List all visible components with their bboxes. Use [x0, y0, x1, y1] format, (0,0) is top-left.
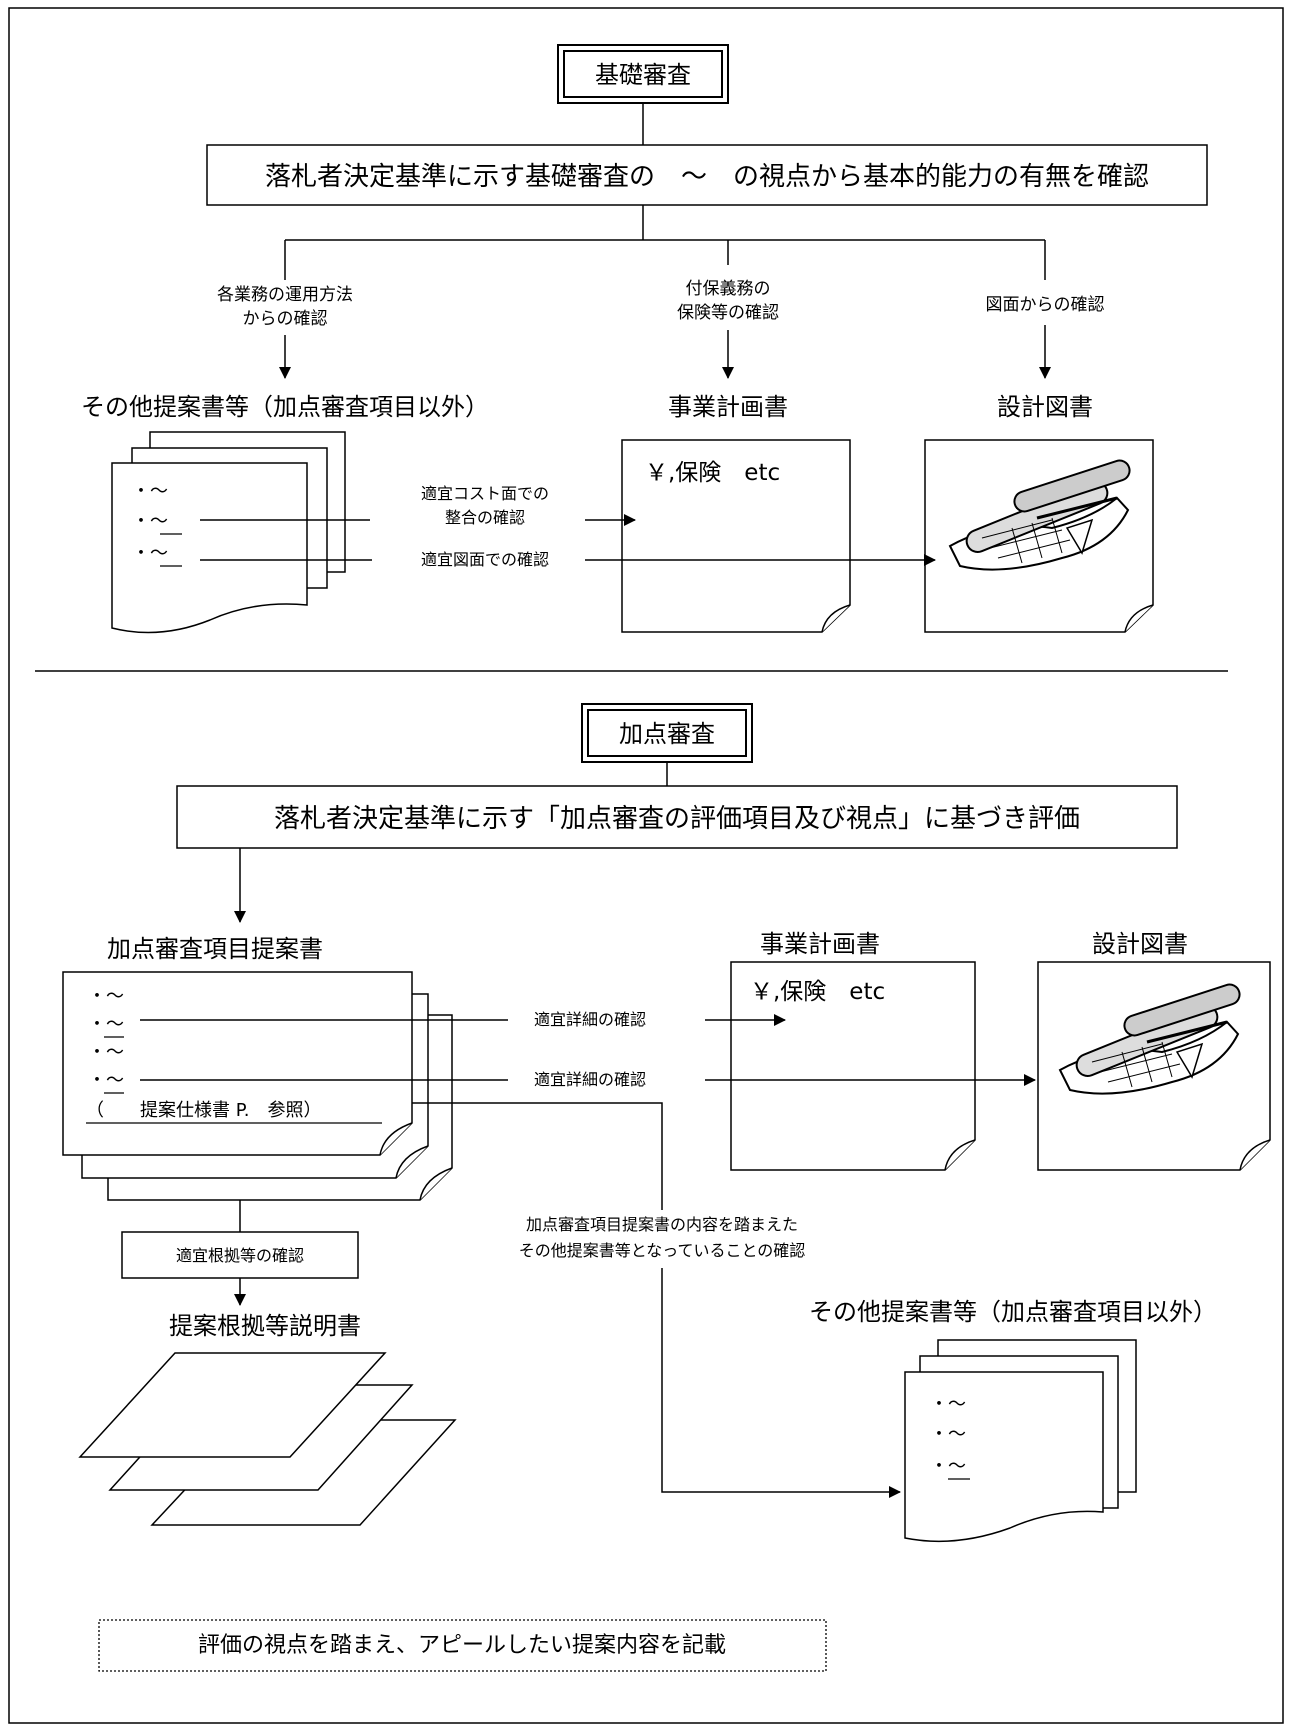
other-bullet-3: ・～: [930, 1456, 966, 1477]
bonus-banner-text: 落札者決定基準に示す「加点審査の評価項目及び視点」に基づき評価: [274, 804, 1080, 834]
branch-left-label-1: 各業務の運用方法: [217, 285, 353, 305]
outer-frame: [8, 7, 1284, 1724]
arrow-cost-label-1: 適宜コスト面での: [421, 484, 549, 503]
bonus-other-doc-stack: [904, 1339, 1137, 1543]
note-text: 評価の視点を踏まえ、アピールしたい提案内容を記載: [198, 1633, 726, 1658]
basis-doc-title: 提案根拠等説明書: [169, 1312, 361, 1340]
basic-plan-text: ￥,保険 etc: [645, 460, 780, 486]
arrow-drawing-label: 適宜図面での確認: [421, 550, 549, 569]
bonus-bullet-4: ・～: [88, 1070, 124, 1091]
arrow-cost-label-2: 整合の確認: [445, 508, 525, 527]
bonus-plan-doc-title: 事業計画書: [760, 930, 880, 958]
branch-left-label-2: からの確認: [243, 309, 328, 329]
basis-check-box: [121, 1231, 359, 1279]
note-box: [98, 1619, 827, 1672]
basic-banner-text: 落札者決定基準に示す基礎審査の ～ の視点から基本的能力の有無を確認: [265, 162, 1149, 192]
other-bullet-1: ・～: [930, 1394, 966, 1415]
basis-check-label: 適宜根拠等の確認: [176, 1246, 304, 1265]
bonus-plan-text: ￥,保険 etc: [750, 979, 885, 1005]
basis-doc-stack: [78, 1352, 457, 1526]
branch-right-label: 図面からの確認: [986, 295, 1105, 315]
bonus-bullet-3: ・～: [88, 1042, 124, 1063]
bonus-banner-box: [176, 785, 1178, 849]
basic-drawing-doc-title: 設計図書: [997, 393, 1093, 421]
arrow-detail-label-1: 適宜詳細の確認: [534, 1010, 646, 1029]
basic-review-title: 基礎審査: [595, 61, 691, 89]
consistency-check-label-2: その他提案書等となっていることの確認: [519, 1241, 806, 1260]
bonus-spec-ref: （ 提案仕様書 P. 参照）: [86, 1100, 322, 1121]
consistency-check-label-1: 加点審査項目提案書の内容を踏まえた: [526, 1215, 798, 1234]
bonus-review-title: 加点審査: [619, 720, 715, 748]
bonus-drawing-doc-title: 設計図書: [1092, 930, 1188, 958]
basic-bullet-1: ・～: [132, 481, 168, 502]
branch-mid-label-1: 付保義務の: [686, 279, 771, 299]
bonus-bullet-2: ・～: [88, 1014, 124, 1035]
basic-other-doc-stack: [111, 431, 346, 634]
bonus-proposal-doc-title: 加点審査項目提案書: [107, 935, 323, 963]
bonus-review-title-box: 加点審査: [581, 703, 753, 763]
other-bullet-2: ・～: [930, 1424, 966, 1445]
bonus-proposal-doc-stack: [62, 971, 453, 1201]
basic-bullet-2: ・～: [132, 511, 168, 532]
basic-other-doc-title: その他提案書等（加点審査項目以外）: [81, 393, 489, 421]
bonus-other-doc-title: その他提案書等（加点審査項目以外）: [809, 1298, 1217, 1326]
basic-bullet-3: ・～: [132, 543, 168, 564]
branch-mid-label-2: 保険等の確認: [677, 303, 779, 323]
bonus-bullet-1: ・～: [88, 986, 124, 1007]
basic-review-title-box: 基礎審査: [557, 44, 729, 104]
basic-plan-doc-title: 事業計画書: [668, 393, 788, 421]
basic-banner-box: [206, 144, 1208, 206]
arrow-detail-label-2: 適宜詳細の確認: [534, 1070, 646, 1089]
